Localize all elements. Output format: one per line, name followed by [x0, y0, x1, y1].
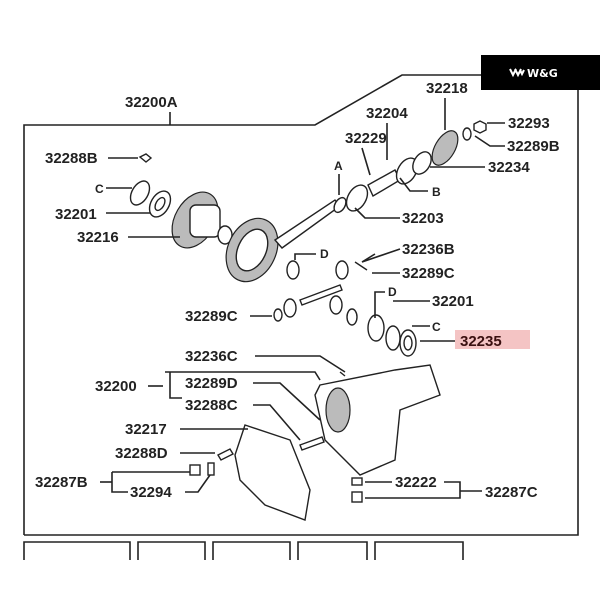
- ref-a: A: [334, 159, 343, 173]
- leader-lines: [100, 98, 505, 499]
- callout-32201[interactable]: 32201: [55, 206, 97, 223]
- callout-32293[interactable]: 32293: [508, 115, 550, 132]
- callout-32235-highlighted[interactable]: 32235: [460, 333, 502, 350]
- ref-c: C: [432, 320, 441, 334]
- callout-32204[interactable]: 32204: [366, 105, 408, 122]
- callout-32289b[interactable]: 32289B: [507, 138, 560, 155]
- callout-32288c[interactable]: 32288C: [185, 397, 238, 414]
- callout-32201[interactable]: 32201: [432, 293, 474, 310]
- callout-32216[interactable]: 32216: [77, 229, 119, 246]
- callout-32218[interactable]: 32218: [426, 80, 468, 97]
- highlight-box: [455, 330, 530, 349]
- ref-d: D: [388, 285, 397, 299]
- callout-32289d[interactable]: 32289D: [185, 375, 238, 392]
- logo-mark-icon: [509, 68, 525, 78]
- assembly-frame-right: [24, 90, 579, 536]
- assembly-frame: [23, 74, 481, 535]
- callout-32287c[interactable]: 32287C: [485, 484, 538, 501]
- ref-d: D: [320, 247, 329, 261]
- callout-32229[interactable]: 32229: [345, 130, 387, 147]
- callout-32236b[interactable]: 32236B: [402, 241, 455, 258]
- bottom-tabs: [23, 541, 464, 560]
- callout-32288d[interactable]: 32288D: [115, 445, 168, 462]
- part-drawings: [129, 120, 487, 521]
- assembly-label: 32200A: [125, 94, 178, 111]
- ref-c: C: [95, 182, 104, 196]
- brand-logo[interactable]: W&G: [481, 55, 600, 90]
- callout-32217[interactable]: 32217: [125, 421, 167, 438]
- callout-32222[interactable]: 32222: [395, 474, 437, 491]
- callout-32287b[interactable]: 32287B: [35, 474, 88, 491]
- ref-b: B: [432, 185, 441, 199]
- callout-32200[interactable]: 32200: [95, 378, 137, 395]
- callout-32289c[interactable]: 32289C: [185, 308, 238, 325]
- callout-32289c[interactable]: 32289C: [402, 265, 455, 282]
- callout-32234[interactable]: 32234: [488, 159, 530, 176]
- logo-text: W&G: [527, 67, 558, 80]
- callout-32294[interactable]: 32294: [130, 484, 172, 501]
- callout-32203[interactable]: 32203: [402, 210, 444, 227]
- callout-32236c[interactable]: 32236C: [185, 348, 238, 365]
- callout-32288b[interactable]: 32288B: [45, 150, 98, 167]
